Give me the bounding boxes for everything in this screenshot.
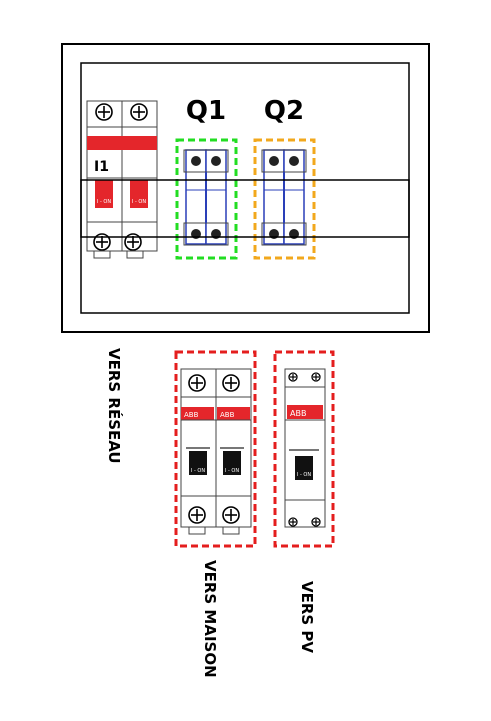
on-mark: I - ON (191, 468, 205, 474)
brand-mark: ABB (290, 409, 306, 418)
maison-group-frame (174, 350, 257, 548)
on-mark: I - ON (225, 468, 239, 474)
screw-icon (95, 103, 113, 121)
label-q2: Q2 (264, 96, 304, 126)
label-i1: I1 (94, 159, 109, 175)
surge-protector-q2 (261, 149, 307, 246)
label-q1: Q1 (186, 96, 226, 126)
screw-icon (222, 506, 240, 524)
surge-protector-q1 (183, 149, 229, 246)
screw-icon (188, 506, 206, 524)
screw-icon (311, 372, 321, 382)
screw-icon (222, 374, 240, 392)
screw-icon (288, 372, 298, 382)
breaker-maison: ABB ABB I - ON I - ON (180, 368, 252, 535)
screw-icon (130, 103, 148, 121)
screw-icon (93, 233, 111, 251)
screw-icon (188, 374, 206, 392)
screw-icon (288, 517, 298, 527)
on-mark: I - ON (297, 472, 311, 478)
label-vers-maison: VERS MAISON (201, 560, 219, 678)
breaker-pv: ABB I - ON (284, 368, 326, 528)
label-vers-pv: VERS PV (298, 581, 316, 653)
on-mark: I - ON (97, 199, 111, 205)
brand-mark: ABB (184, 411, 199, 419)
label-vers-reseau: VERS RÉSEAU (105, 348, 124, 464)
screw-icon (311, 517, 321, 527)
on-mark: I - ON (132, 199, 146, 205)
brand-mark: ABB (220, 411, 235, 419)
screw-icon (124, 233, 142, 251)
din-rail (80, 179, 410, 238)
pv-group-frame (273, 350, 335, 548)
breaker-i1: I1 I - ON I - ON (86, 100, 158, 259)
